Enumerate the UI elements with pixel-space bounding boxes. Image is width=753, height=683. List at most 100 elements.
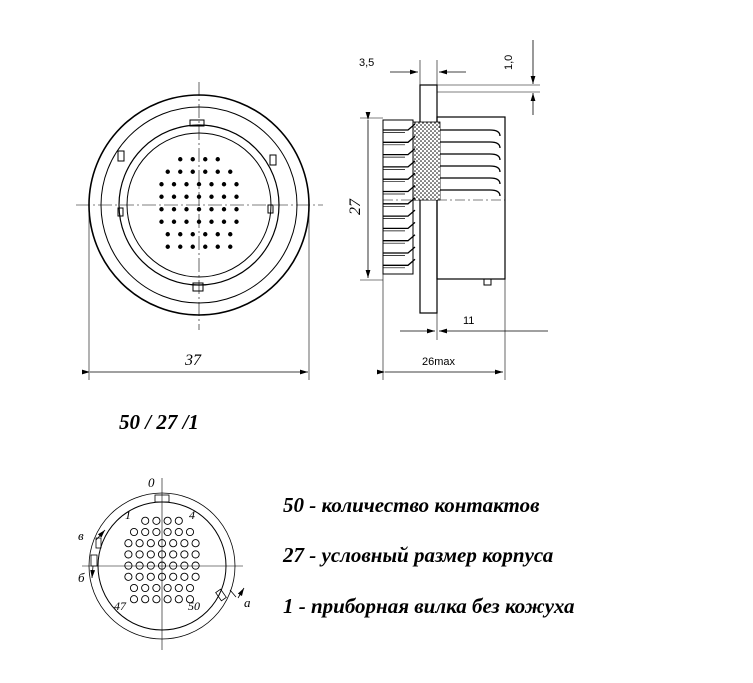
contact-dot — [234, 219, 239, 224]
side-pin — [383, 135, 416, 143]
contact-dot — [159, 207, 164, 212]
contact-dot — [221, 182, 227, 187]
contact-circle — [180, 539, 189, 548]
contact-circle — [124, 572, 133, 581]
contact-dot — [221, 194, 227, 199]
contact-circle — [124, 550, 133, 559]
pin-diagram-contacts — [124, 516, 200, 604]
contact-circle — [185, 527, 195, 537]
contact-dot — [190, 169, 195, 174]
contact-circle — [163, 527, 172, 537]
contact-circle — [135, 550, 144, 559]
contact-dot — [234, 207, 239, 212]
side-pin — [383, 234, 416, 242]
dim-27: 27 — [347, 198, 364, 215]
contact-circle — [157, 572, 167, 581]
pin-label-50: 50 — [188, 599, 200, 613]
contact-dot — [209, 219, 214, 224]
contact-circle — [174, 583, 183, 593]
dim-11: 11 — [463, 315, 474, 327]
contact-dot — [165, 244, 170, 249]
contact-dot — [196, 219, 202, 224]
pin-diagram — [82, 478, 245, 650]
mark-b: б — [78, 570, 85, 585]
contact-circle — [191, 539, 200, 548]
contact-dot — [215, 169, 220, 174]
contact-circle — [152, 527, 161, 537]
contact-dot — [178, 157, 183, 162]
contact-circle — [146, 561, 155, 570]
mark-0: 0 — [148, 475, 155, 490]
contact-circle — [163, 583, 172, 593]
contact-dot — [178, 169, 183, 174]
contact-circle — [141, 583, 150, 593]
contact-circle — [141, 595, 150, 604]
contact-circle — [146, 550, 155, 559]
side-pins — [383, 123, 501, 269]
contact-dot — [159, 194, 164, 199]
contact-circle — [180, 550, 189, 559]
side-pin — [383, 209, 416, 217]
rear-pin — [440, 153, 501, 161]
contact-dot — [209, 194, 214, 199]
contact-circle — [169, 550, 178, 559]
contact-circle — [157, 550, 167, 559]
contact-dot — [190, 157, 195, 162]
dim-26max: 26max — [422, 356, 456, 368]
contact-dot — [215, 244, 220, 249]
legend-line-size: 27 - условный размер корпуса — [283, 543, 554, 567]
contact-dot — [196, 194, 202, 199]
contact-circle — [135, 561, 144, 570]
rear-pin — [440, 141, 501, 149]
legend-line-contacts: 50 - количество контактов — [283, 493, 540, 517]
contact-circle — [124, 539, 133, 548]
contact-circle — [129, 583, 139, 593]
contact-dot — [184, 219, 189, 224]
contact-dot — [234, 194, 239, 199]
contact-dot — [228, 232, 233, 237]
side-pin — [383, 172, 416, 180]
contact-circle — [124, 561, 133, 570]
contact-dot — [221, 207, 227, 212]
contact-dot — [165, 232, 170, 237]
contact-dot — [178, 244, 183, 249]
side-pin — [383, 160, 416, 168]
contact-circle — [135, 572, 144, 581]
contact-circle — [135, 539, 144, 548]
rear-pin — [440, 129, 501, 137]
pin-label-4: 4 — [189, 508, 195, 522]
contact-dot — [234, 182, 239, 187]
contact-circle — [191, 561, 200, 570]
contact-dot — [209, 182, 214, 187]
contact-dot — [196, 207, 202, 212]
side-pin — [383, 148, 416, 156]
contact-circle — [191, 550, 200, 559]
contact-circle — [152, 583, 161, 593]
contact-circle — [169, 572, 178, 581]
contact-dot — [215, 232, 220, 237]
contact-circle — [169, 539, 178, 548]
front-pin-grid — [159, 157, 239, 249]
contact-dot — [203, 232, 208, 237]
contact-dot — [203, 169, 208, 174]
contact-circle — [146, 539, 155, 548]
contact-circle — [163, 516, 172, 525]
contact-dot — [203, 244, 208, 249]
contact-dot — [228, 244, 233, 249]
rear-pin — [440, 165, 501, 173]
contact-circle — [174, 527, 183, 537]
contact-dot — [171, 207, 177, 212]
pin-label-1: 1 — [125, 508, 131, 522]
contact-dot — [203, 157, 208, 162]
pin-label-47: 47 — [114, 599, 127, 613]
contact-dot — [196, 182, 202, 187]
rear-pin — [440, 189, 501, 197]
contact-circle — [180, 572, 189, 581]
contact-dot — [190, 232, 195, 237]
contact-circle — [174, 516, 183, 525]
side-pin — [383, 185, 416, 193]
contact-dot — [165, 169, 170, 174]
contact-dot — [215, 157, 220, 162]
rear-pin — [440, 177, 501, 185]
